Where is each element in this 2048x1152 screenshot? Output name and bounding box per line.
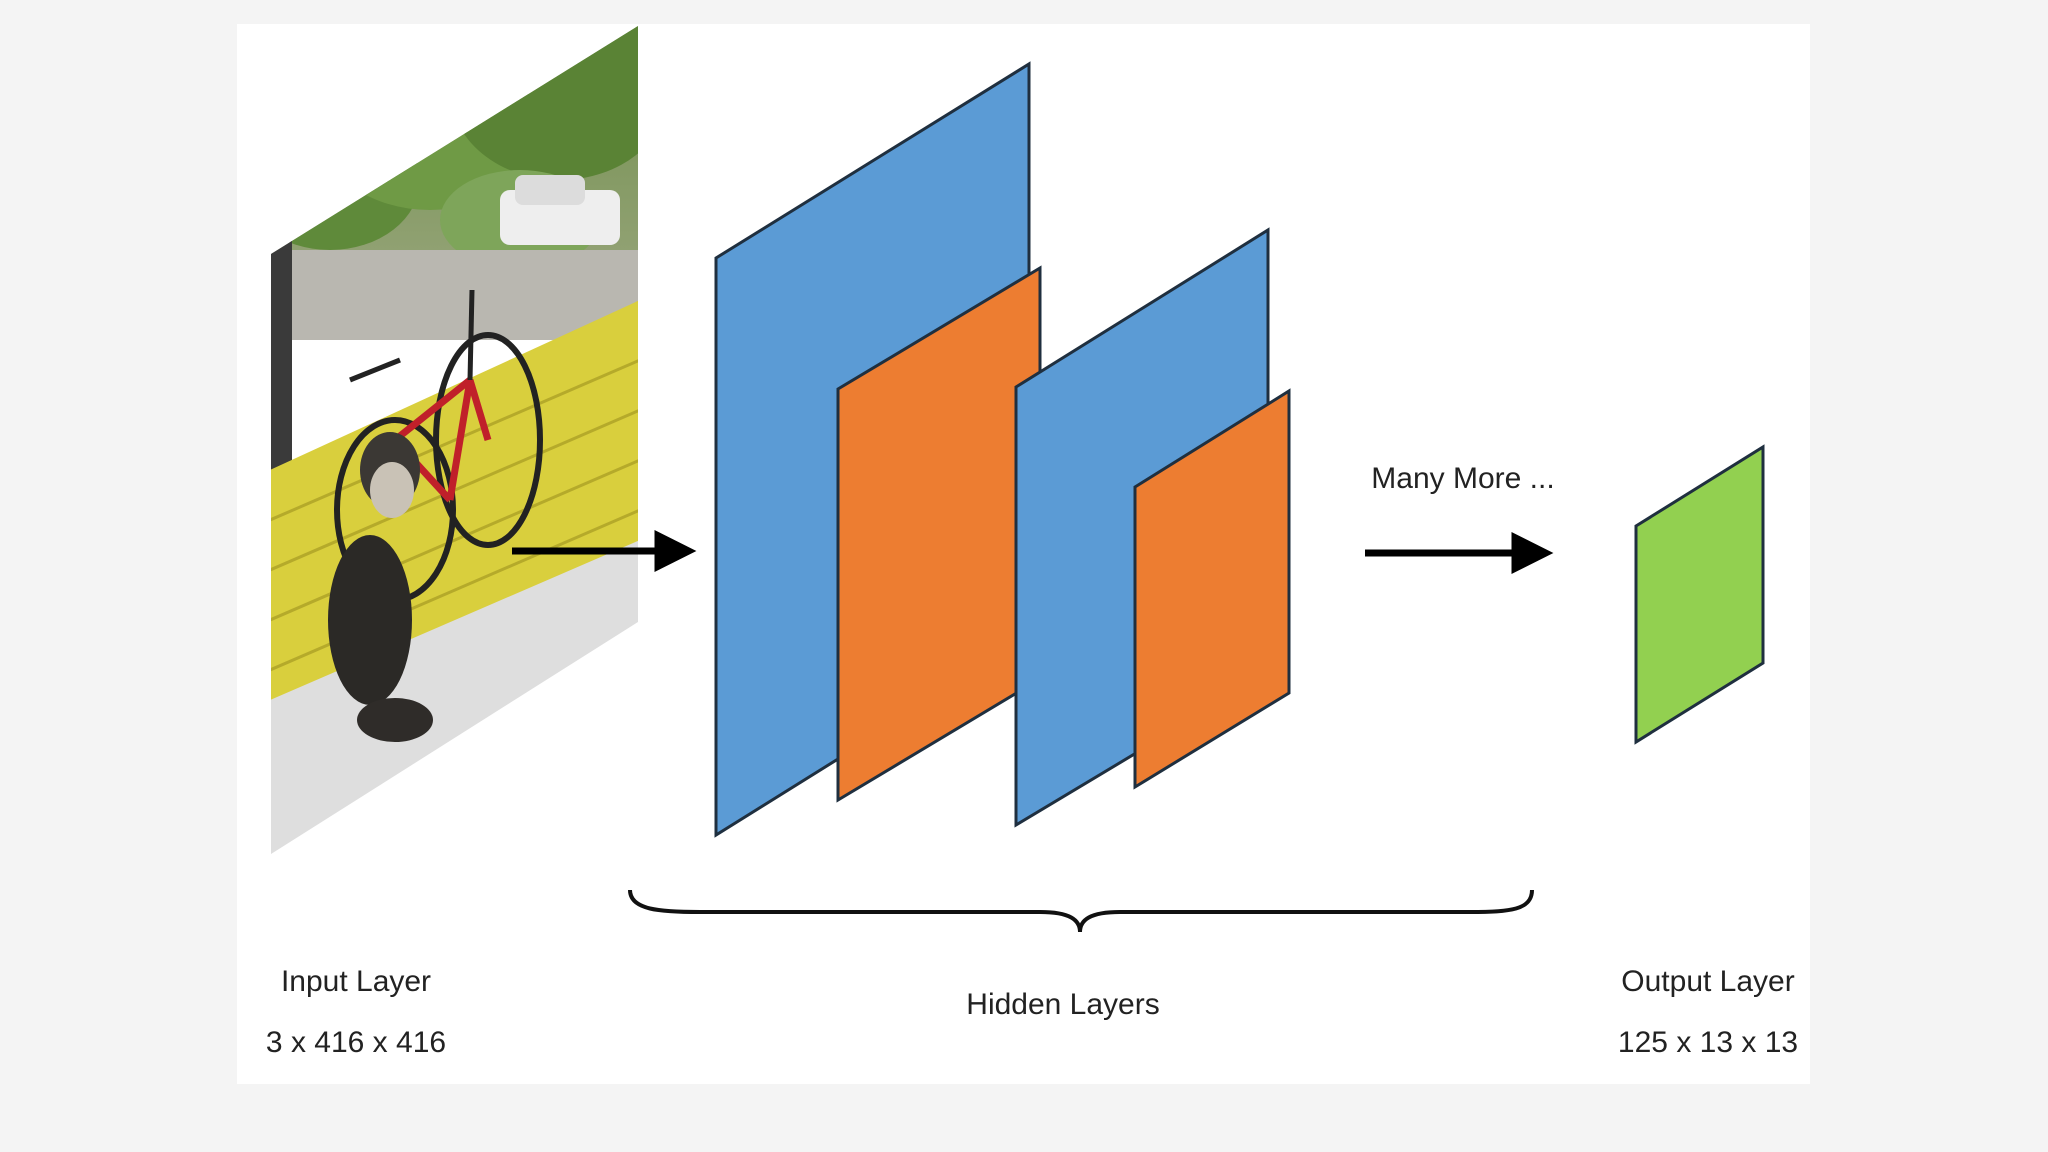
- output-layer-green: [1634, 444, 1765, 745]
- input-layer-dims: 3 x 416 x 416: [265, 1026, 447, 1059]
- hidden-layers-brace: [628, 889, 1534, 933]
- output-layer-dims: 125 x 13 x 13: [1617, 1026, 1799, 1059]
- output-layer-label: Output Layer: [1621, 965, 1795, 998]
- input-layer-label: Input Layer: [280, 965, 432, 998]
- input-image: [271, 26, 638, 854]
- many-more-label: Many More ...: [1371, 462, 1555, 495]
- hidden-layer-orange-2: [1133, 388, 1291, 790]
- hidden-layers-label: Hidden Layers: [966, 988, 1160, 1021]
